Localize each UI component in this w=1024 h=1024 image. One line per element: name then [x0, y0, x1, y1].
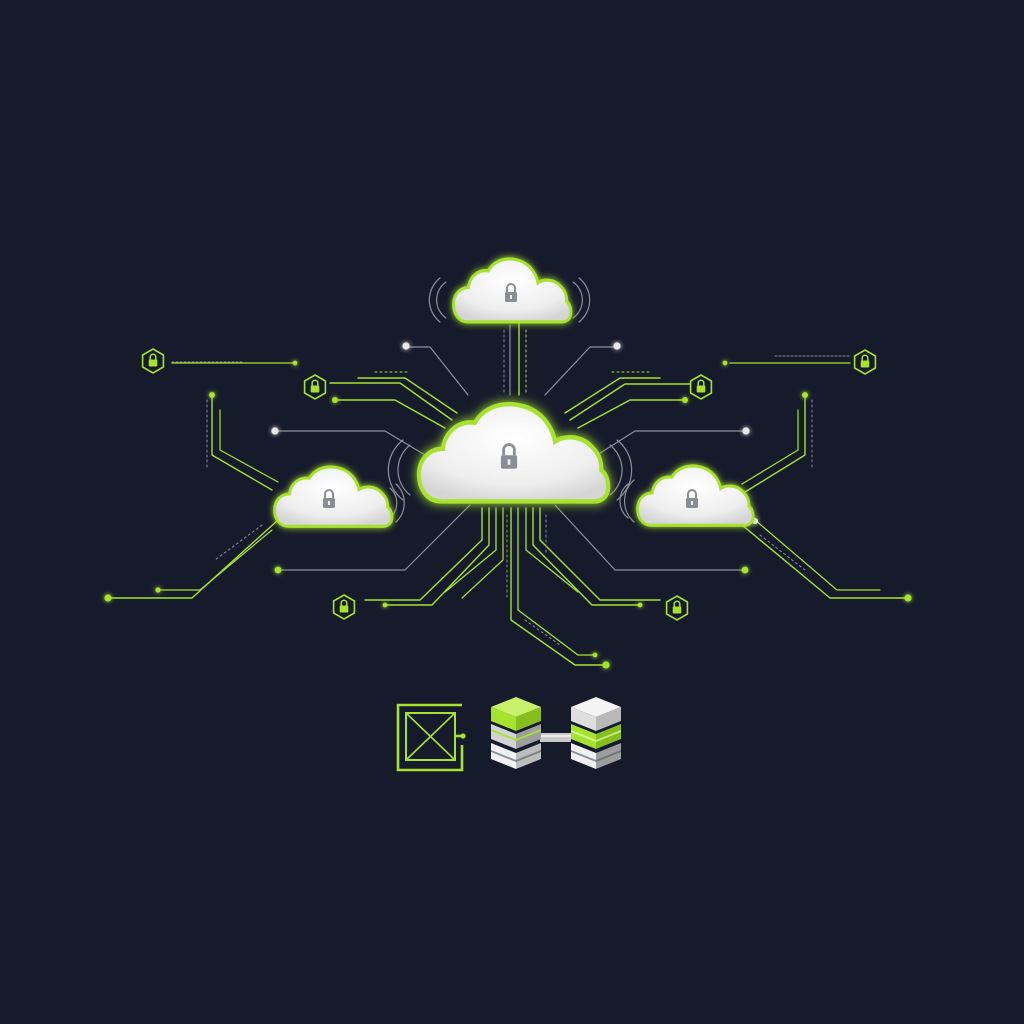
hexagon-lock-icon	[332, 594, 356, 620]
server-stack-icon	[491, 697, 541, 769]
white-node-dot	[271, 427, 279, 435]
green-node-dot	[904, 594, 912, 602]
endpoint-dots	[104, 342, 912, 669]
square-gateway-icon	[396, 703, 466, 772]
green-node-dot	[332, 397, 338, 403]
green-node-dot	[741, 566, 749, 574]
white-node-dot	[402, 342, 410, 350]
green-node-dot	[682, 397, 688, 403]
hexagon-lock-icon	[689, 374, 713, 400]
white-node-dot	[613, 342, 621, 350]
green-node-dot	[274, 566, 282, 574]
server-connector	[540, 733, 571, 742]
hexagon-lock-icon	[853, 349, 877, 375]
green-node-dot	[382, 602, 388, 608]
green-node-dot	[637, 602, 643, 608]
green-node-dot	[292, 360, 298, 366]
green-node-dot	[155, 587, 161, 593]
green-node-dot	[104, 594, 112, 602]
signal-arcs	[387, 277, 635, 523]
hexagon-lock-icon	[141, 348, 165, 374]
hexagon-lock-icon	[303, 374, 327, 400]
green-node-dot	[592, 652, 598, 658]
hexagon-lock-icon	[665, 595, 689, 621]
green-node-dot	[722, 360, 728, 366]
server-stack-icon	[571, 697, 621, 769]
green-node-dot	[602, 661, 610, 669]
cloud-top	[455, 261, 570, 321]
connector-lines-top	[171, 321, 851, 493]
green-node-dot	[802, 392, 808, 398]
green-node-dot	[209, 392, 215, 398]
white-node-dot	[742, 427, 750, 435]
connector-lines-bottom	[107, 504, 909, 666]
